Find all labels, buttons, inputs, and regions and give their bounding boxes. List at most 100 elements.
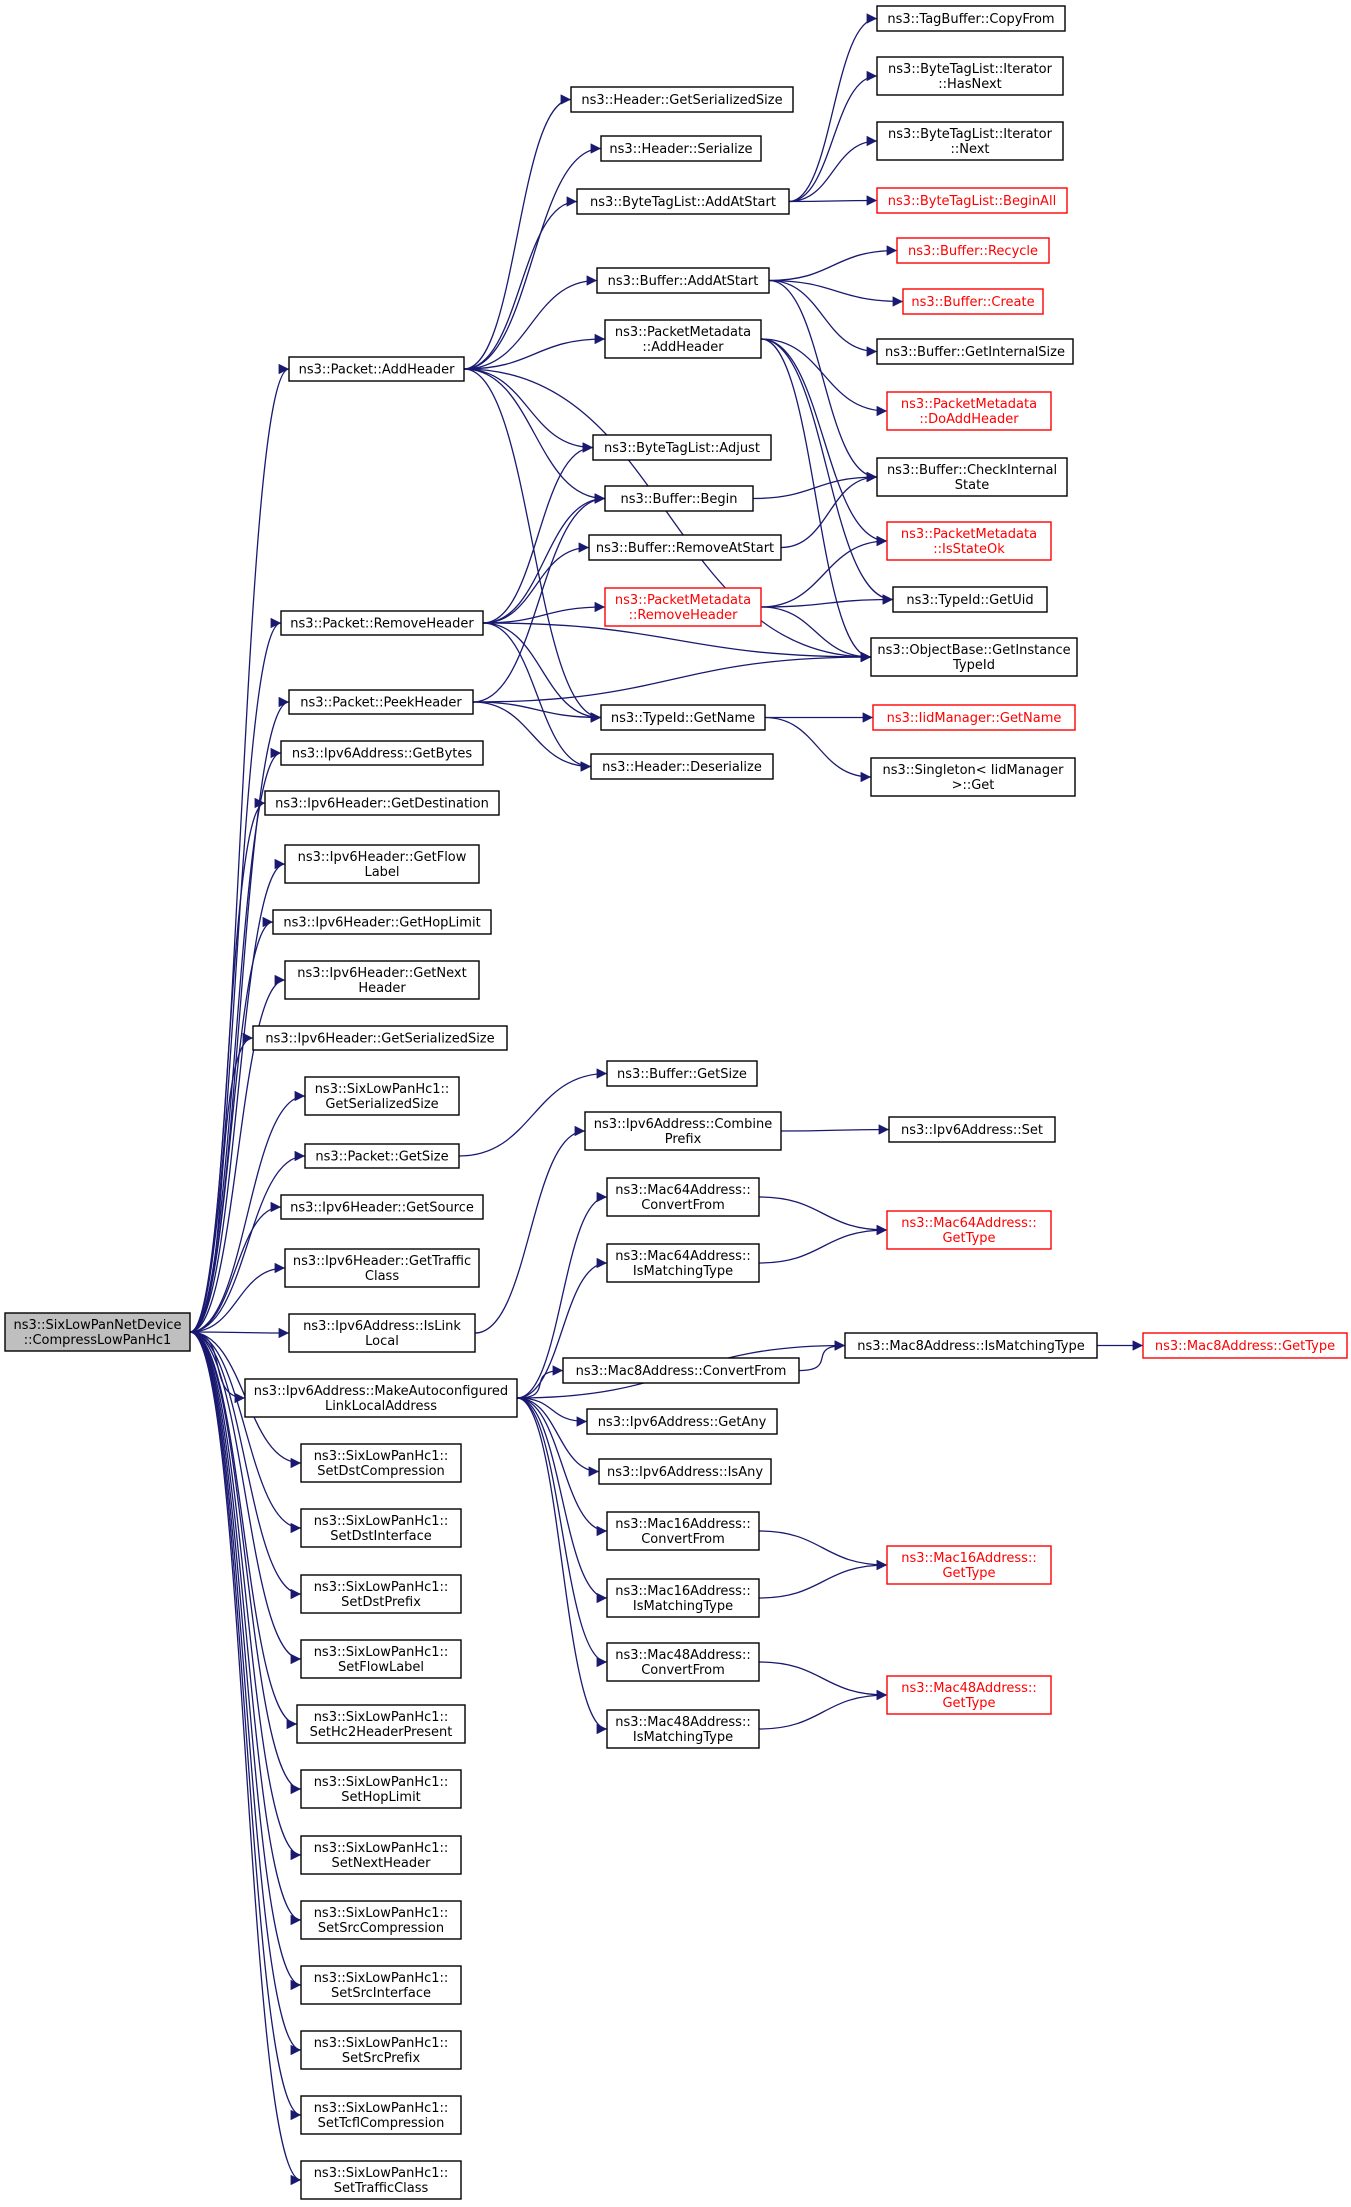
node-singleton-get[interactable]: ns3::Singleton< IidManager>::Get (870, 757, 1076, 797)
node-label-line: SetSrcCompression (318, 1921, 444, 1936)
node-buf-create[interactable]: ns3::Buffer::Create (902, 288, 1044, 315)
node-pm-removeheader[interactable]: ns3::PacketMetadata::RemoveHeader (604, 587, 762, 627)
node-label-line: ns3::TagBuffer::CopyFrom (887, 12, 1054, 27)
node-label-line: GetType (942, 1566, 995, 1581)
node-box (876, 187, 1068, 214)
node-buf-getinternalsize[interactable]: ns3::Buffer::GetInternalSize (876, 338, 1074, 365)
node-hc1-sethc2[interactable]: ns3::SixLowPanHc1::SetHc2HeaderPresent (296, 1704, 466, 1744)
node-pm-addheader[interactable]: ns3::PacketMetadata::AddHeader (604, 319, 762, 359)
node-hc1-settcfl[interactable]: ns3::SixLowPanHc1::SetTcflCompression (300, 2095, 462, 2135)
node-hc1-setsrccomp[interactable]: ns3::SixLowPanHc1::SetSrcCompression (300, 1900, 462, 1940)
node-buf-recycle[interactable]: ns3::Buffer::Recycle (896, 237, 1050, 264)
node-mac8-convert[interactable]: ns3::Mac8Address::ConvertFrom (562, 1357, 800, 1384)
node-ipv6h-getdest[interactable]: ns3::Ipv6Header::GetDestination (264, 790, 500, 816)
call-edge-ipv6addr_makeauto-to-mac16_ismatch (516, 1397, 608, 1604)
node-pkt-addheader[interactable]: ns3::Packet::AddHeader (288, 356, 465, 382)
node-mac64-convert[interactable]: ns3::Mac64Address::ConvertFrom (606, 1177, 760, 1217)
node-label-line: ::CompressLowPanHc1 (24, 1333, 172, 1348)
node-hdr-deserialize[interactable]: ns3::Header::Deserialize (590, 753, 774, 780)
node-label-line: ns3::Header::Serialize (609, 142, 752, 157)
node-hc1-getsersize[interactable]: ns3::SixLowPanHc1::GetSerializedSize (304, 1076, 460, 1116)
node-box (600, 135, 762, 162)
node-label-line: ns3::Buffer::GetSize (617, 1067, 747, 1082)
call-edge-pkt_peekheader-to-objbase_getinst (472, 651, 872, 703)
node-box (576, 188, 790, 215)
node-box (304, 1143, 460, 1169)
node-ipv6h-getsource[interactable]: ns3::Ipv6Header::GetSource (280, 1194, 484, 1220)
node-mac8-ismatch[interactable]: ns3::Mac8Address::IsMatchingType (844, 1332, 1098, 1359)
node-btl-iter-next[interactable]: ns3::ByteTagList::Iterator::Next (876, 121, 1064, 161)
call-edge-pkt_removeheader-to-objbase_getinst (482, 622, 872, 663)
node-hc1-setdstcomp[interactable]: ns3::SixLowPanHc1::SetDstCompression (300, 1443, 462, 1483)
node-label-line: ns3::Ipv6Address::Combine (594, 1117, 772, 1132)
node-typeid-getname[interactable]: ns3::TypeId::GetName (600, 704, 766, 731)
call-edge-ipv6addr_makeauto-to-ipv6addr_isany (516, 1397, 600, 1477)
node-label-line: ns3::SixLowPanHc1:: (314, 1449, 449, 1464)
node-pm-isstateok[interactable]: ns3::PacketMetadata::IsStateOk (886, 521, 1052, 561)
node-buf-addatstart[interactable]: ns3::Buffer::AddAtStart (596, 267, 770, 294)
node-box (284, 1248, 480, 1288)
node-ipv6h-getsersize[interactable]: ns3::Ipv6Header::GetSerializedSize (252, 1025, 508, 1051)
node-mac48-convert[interactable]: ns3::Mac48Address::ConvertFrom (606, 1642, 760, 1682)
node-ipv6h-gethop[interactable]: ns3::Ipv6Header::GetHopLimit (272, 909, 492, 935)
node-pm-doaddheader[interactable]: ns3::PacketMetadata::DoAddHeader (886, 391, 1052, 431)
node-hc1-setdstif[interactable]: ns3::SixLowPanHc1::SetDstInterface (300, 1508, 462, 1548)
call-edge-ipv6addr_makeauto-to-ipv6addr_getany (516, 1397, 588, 1427)
node-box (606, 1578, 760, 1618)
node-hc1-setdstprefix[interactable]: ns3::SixLowPanHc1::SetDstPrefix (300, 1574, 462, 1614)
node-mac64-ismatch[interactable]: ns3::Mac64Address::IsMatchingType (606, 1243, 760, 1283)
node-ipv6addr-getany[interactable]: ns3::Ipv6Address::GetAny (586, 1408, 778, 1435)
call-edge-pm_removeheader-to-pm_isstateok (760, 535, 888, 608)
node-mac8-gettype[interactable]: ns3::Mac8Address::GetType (1142, 1332, 1348, 1359)
node-mac48-ismatch[interactable]: ns3::Mac48Address::IsMatchingType (606, 1709, 760, 1749)
node-ipv6addr-makeauto[interactable]: ns3::Ipv6Address::MakeAutoconfiguredLink… (244, 1378, 518, 1418)
node-mac16-gettype[interactable]: ns3::Mac16Address::GetType (886, 1545, 1052, 1585)
node-typeid-getuid[interactable]: ns3::TypeId::GetUid (892, 586, 1048, 613)
node-pkt-getsize[interactable]: ns3::Packet::GetSize (304, 1143, 460, 1169)
node-label-line: ns3::Buffer::AddAtStart (608, 274, 759, 289)
call-edge-ipv6addr_makeauto-to-mac48_ismatch (516, 1397, 608, 1735)
node-hdr-getsersize[interactable]: ns3::Header::GetSerializedSize (570, 86, 794, 113)
node-label-line: ns3::ObjectBase::GetInstance (877, 643, 1070, 658)
node-label-line: ns3::Ipv6Header::GetNext (297, 966, 466, 981)
call-edge-mac48_convert-to-mac48_gettype (758, 1661, 888, 1701)
node-tagbuf-copyfrom[interactable]: ns3::TagBuffer::CopyFrom (876, 5, 1066, 32)
node-box (244, 1378, 518, 1418)
node-mac64-gettype[interactable]: ns3::Mac64Address::GetType (886, 1210, 1052, 1250)
node-ipv6addr-set[interactable]: ns3::Ipv6Address::Set (888, 1116, 1056, 1143)
node-ipv6addr-isany[interactable]: ns3::Ipv6Address::IsAny (598, 1458, 772, 1485)
node-btl-adjust[interactable]: ns3::ByteTagList::Adjust (592, 434, 772, 461)
node-pkt-peekheader[interactable]: ns3::Packet::PeekHeader (288, 689, 474, 715)
node-mac48-gettype[interactable]: ns3::Mac48Address::GetType (886, 1675, 1052, 1715)
call-edge-pkt_removeheader-to-pm_removeheader (482, 601, 606, 624)
node-hc1-setnextheader[interactable]: ns3::SixLowPanHc1::SetNextHeader (300, 1835, 462, 1875)
node-btl-beginall[interactable]: ns3::ByteTagList::BeginAll (876, 187, 1068, 214)
node-box (4, 1312, 191, 1352)
node-buf-getsize[interactable]: ns3::Buffer::GetSize (606, 1060, 758, 1087)
node-mac16-convert[interactable]: ns3::Mac16Address::ConvertFrom (606, 1511, 760, 1551)
node-btl-addatstart[interactable]: ns3::ByteTagList::AddAtStart (576, 188, 790, 215)
node-buf-begin[interactable]: ns3::Buffer::Begin (604, 485, 754, 512)
node-hc1-setflowlabel[interactable]: ns3::SixLowPanHc1::SetFlowLabel (300, 1639, 462, 1679)
node-hc1-setsrcprefix[interactable]: ns3::SixLowPanHc1::SetSrcPrefix (300, 2030, 462, 2070)
node-buf-removeatstart[interactable]: ns3::Buffer::RemoveAtStart (588, 534, 782, 561)
node-btl-iter-hasnext[interactable]: ns3::ByteTagList::Iterator::HasNext (876, 56, 1064, 96)
node-box (300, 2095, 462, 2135)
node-root[interactable]: ns3::SixLowPanNetDevice::CompressLowPanH… (4, 1312, 191, 1352)
node-hc1-sethoplimit[interactable]: ns3::SixLowPanHc1::SetHopLimit (300, 1769, 462, 1809)
node-mac16-ismatch[interactable]: ns3::Mac16Address::IsMatchingType (606, 1578, 760, 1618)
node-box (562, 1357, 800, 1384)
node-hdr-serialize[interactable]: ns3::Header::Serialize (600, 135, 762, 162)
node-iidmgr-getname[interactable]: ns3::IidManager::GetName (872, 704, 1076, 731)
node-hc1-setsrcif[interactable]: ns3::SixLowPanHc1::SetSrcInterface (300, 1965, 462, 2005)
node-pkt-removeheader[interactable]: ns3::Packet::RemoveHeader (280, 610, 484, 636)
node-hc1-settraffic[interactable]: ns3::SixLowPanHc1::SetTrafficClass (300, 2160, 462, 2200)
node-ipv6addr-getbytes[interactable]: ns3::Ipv6Address::GetBytes (280, 740, 484, 766)
